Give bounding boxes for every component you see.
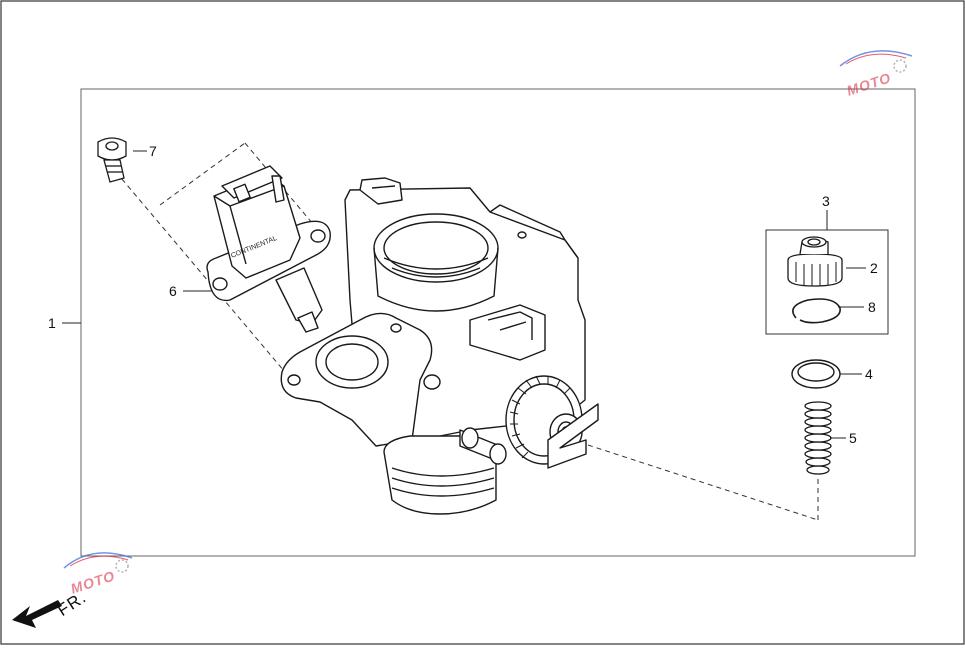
callout-6: 6	[169, 283, 177, 299]
callout-2: 2	[870, 260, 878, 276]
callout-7: 7	[149, 143, 157, 159]
cap-ribs	[795, 262, 837, 286]
callout-1: 1	[48, 315, 56, 331]
watermark-logo-top	[839, 50, 913, 73]
callout-3: 3	[822, 193, 830, 209]
throttle-body	[280, 177, 599, 515]
leader-lines	[62, 150, 866, 439]
ring-part-4	[791, 359, 841, 389]
bolt-part-7	[97, 137, 127, 183]
callout-8: 8	[868, 299, 876, 315]
sensor-part-6	[206, 165, 331, 333]
callout-5: 5	[849, 430, 857, 446]
spring-part-5	[804, 401, 832, 475]
knob-ribs	[509, 375, 571, 459]
callout-4: 4	[865, 366, 873, 382]
front-arrow-icon	[12, 600, 62, 628]
clip-part-8	[792, 298, 841, 324]
watermark-logo-bottom	[63, 552, 133, 573]
